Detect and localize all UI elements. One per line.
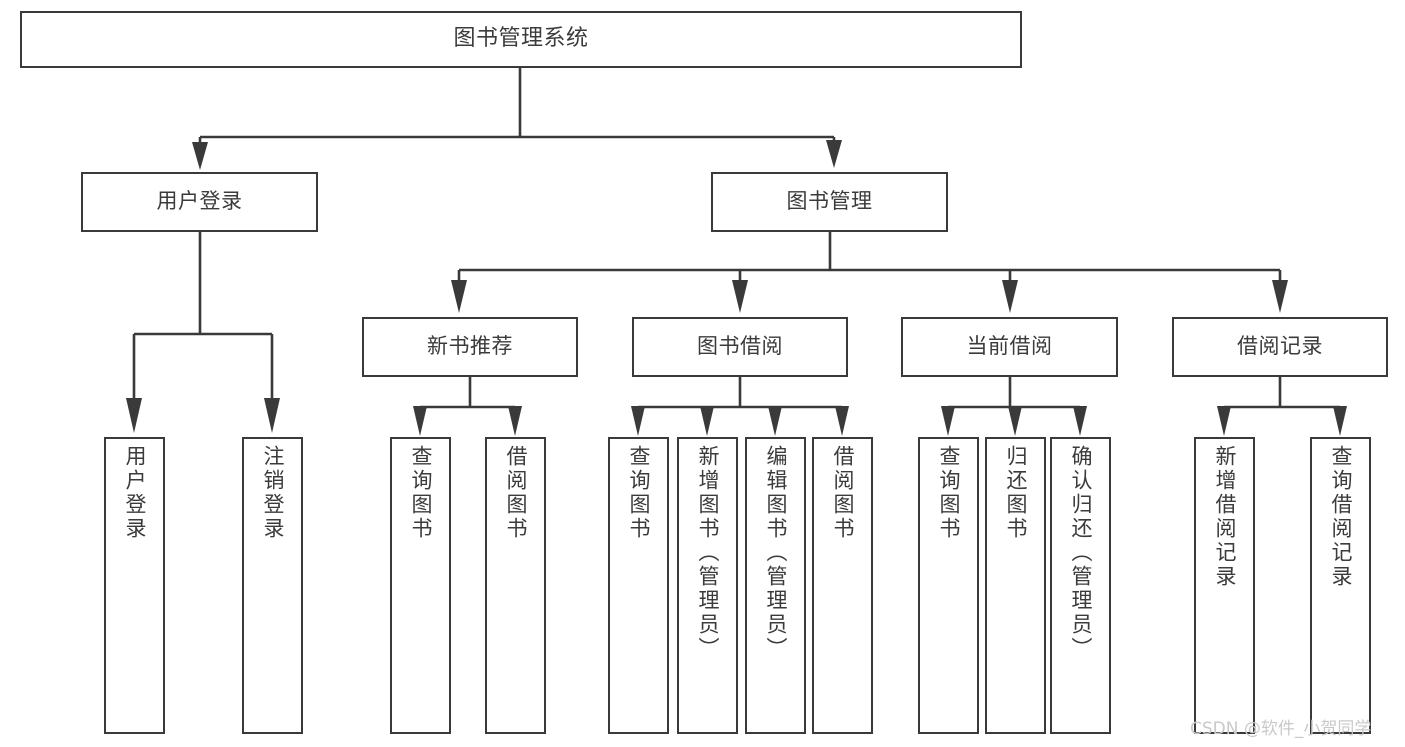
node-root-label: 图书管理系统: [453, 26, 589, 52]
node-new-book-recommend[interactable]: 新书推荐: [362, 317, 578, 377]
node-leaf-current-query-book-label: 查询图书: [937, 445, 961, 541]
node-leaf-logout-label: 注销登录: [261, 445, 285, 541]
node-book-management-label: 图书管理: [786, 189, 873, 214]
node-leaf-user-login-label: 用户登录: [123, 445, 147, 541]
node-book-borrow-label: 图书借阅: [697, 334, 783, 359]
node-leaf-borrow-query-book-label: 查询图书: [627, 445, 651, 541]
node-user-login-label: 用户登录: [156, 189, 243, 214]
node-leaf-borrow-book-label: 借阅图书: [831, 445, 855, 541]
node-borrow-records-label: 借阅记录: [1237, 334, 1323, 359]
node-leaf-add-borrow-record-label: 新增借阅记录: [1213, 445, 1237, 589]
node-leaf-borrow-book[interactable]: 借阅图书: [812, 437, 873, 734]
node-borrow-records[interactable]: 借阅记录: [1172, 317, 1388, 377]
node-leaf-edit-book-admin-label: 编辑图书（管理员）: [764, 445, 788, 661]
node-user-login[interactable]: 用户登录: [81, 172, 318, 232]
node-leaf-return-book[interactable]: 归还图书: [985, 437, 1046, 734]
node-leaf-confirm-return-admin[interactable]: 确认归还（管理员）: [1050, 437, 1111, 734]
node-leaf-recommend-borrow-book-label: 借阅图书: [504, 445, 528, 541]
node-current-borrow[interactable]: 当前借阅: [901, 317, 1118, 377]
node-leaf-current-query-book[interactable]: 查询图书: [918, 437, 979, 734]
node-leaf-logout[interactable]: 注销登录: [242, 437, 303, 734]
csdn-watermark: CSDN @软件_小贺同学: [1190, 719, 1372, 739]
node-new-book-recommend-label: 新书推荐: [427, 334, 513, 359]
node-leaf-return-book-label: 归还图书: [1004, 445, 1028, 541]
node-leaf-add-book-admin[interactable]: 新增图书（管理员）: [677, 437, 738, 734]
node-leaf-add-book-admin-label: 新增图书（管理员）: [696, 445, 720, 661]
node-leaf-edit-book-admin[interactable]: 编辑图书（管理员）: [745, 437, 806, 734]
node-book-management[interactable]: 图书管理: [711, 172, 948, 232]
node-leaf-recommend-borrow-book[interactable]: 借阅图书: [485, 437, 546, 734]
node-leaf-confirm-return-admin-label: 确认归还（管理员）: [1069, 445, 1093, 661]
node-leaf-query-borrow-record[interactable]: 查询借阅记录: [1310, 437, 1371, 734]
node-leaf-recommend-query-book-label: 查询图书: [409, 445, 433, 541]
node-book-borrow[interactable]: 图书借阅: [632, 317, 848, 377]
node-current-borrow-label: 当前借阅: [966, 334, 1053, 359]
node-root[interactable]: 图书管理系统: [20, 11, 1022, 68]
node-leaf-user-login[interactable]: 用户登录: [104, 437, 165, 734]
node-leaf-recommend-query-book[interactable]: 查询图书: [390, 437, 451, 734]
node-leaf-query-borrow-record-label: 查询借阅记录: [1329, 445, 1353, 589]
node-leaf-add-borrow-record[interactable]: 新增借阅记录: [1194, 437, 1255, 734]
node-leaf-borrow-query-book[interactable]: 查询图书: [608, 437, 669, 734]
